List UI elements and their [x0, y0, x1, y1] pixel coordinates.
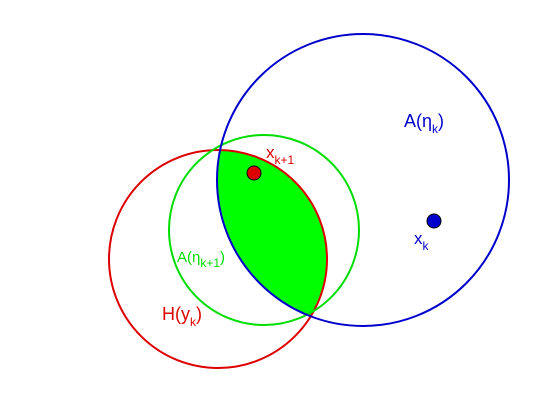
blue-circle-a-eta-k — [216, 33, 510, 327]
red-circle-h-yk — [108, 149, 328, 369]
label-a-eta-k: A(ηk) — [404, 111, 444, 136]
label-x-k1: xk+1 — [266, 143, 295, 167]
label-a-eta-k1: A(ηk+1) — [177, 249, 225, 270]
point-x-k1 — [246, 165, 262, 181]
intersection-region — [217, 150, 327, 326]
label-h-yk: H(yk) — [162, 304, 202, 329]
green-circle-a-eta-k1 — [168, 134, 360, 326]
point-x-k — [426, 213, 442, 229]
label-x-k: xk — [414, 229, 430, 253]
